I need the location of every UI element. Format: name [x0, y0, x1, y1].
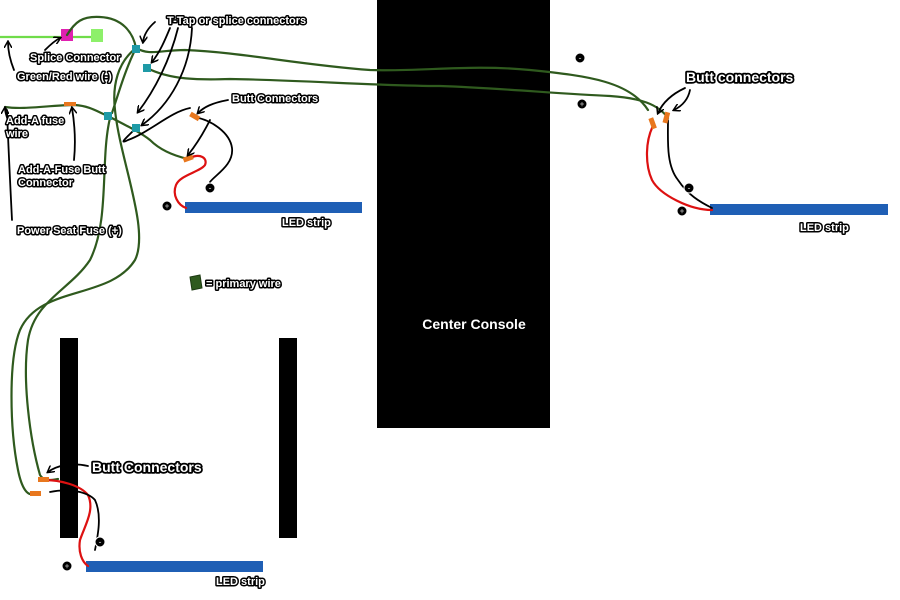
black-wire-tap-left	[122, 107, 191, 143]
seat-rail-left	[60, 338, 78, 538]
svg-text:+: +	[679, 206, 684, 216]
arrow-butt-top	[198, 99, 229, 113]
svg-text:-: -	[209, 183, 212, 193]
butt-connector-fuse	[64, 102, 76, 106]
butt-connector-bottom-a	[38, 477, 49, 482]
svg-text:-: -	[688, 183, 691, 193]
primary-wire-swatch	[189, 274, 203, 291]
primary-wire-long-loop-outer	[10, 46, 141, 496]
led-strip-right	[710, 204, 888, 215]
minus-marker-bottom: -	[94, 536, 106, 548]
led-strip-bottom	[86, 561, 263, 572]
label-led-strip-bottom: LED strip	[216, 576, 265, 588]
primary-wires	[3, 15, 670, 496]
arrow-splice	[44, 38, 60, 51]
t-tap-1	[132, 45, 140, 53]
label-add-a-fuse-butt-1: Add-A-Fuse Butt	[18, 164, 106, 176]
primary-wire-long-loop-inner	[24, 116, 112, 482]
svg-text:-: -	[579, 53, 582, 63]
primary-wire-splice-up	[65, 15, 138, 50]
seat-rail-right	[279, 338, 297, 538]
label-add-a-fuse-wire-1: Add-A fuse	[6, 115, 64, 127]
center-console-label: Center Console	[422, 316, 526, 332]
arrow-green-red	[8, 42, 15, 71]
plus-marker-bottom: +	[61, 560, 73, 572]
label-butt-connectors-bottom: Butt Connectors	[92, 459, 202, 475]
label-power-seat-fuse: Power Seat Fuse (+)	[17, 225, 122, 237]
butt-connector-bottom-b	[30, 491, 41, 496]
label-butt-connectors-top: Butt Connectors	[232, 93, 318, 105]
label-primary-wire: = primary wire	[206, 278, 281, 290]
labels: T-Tap or splice connectors Splice Connec…	[4, 14, 851, 590]
splice-connector-light	[91, 29, 103, 42]
label-led-strip-right: LED strip	[800, 222, 849, 234]
arrow-t-tap-2	[152, 27, 171, 62]
polarity-markers: - + - + - + - +	[61, 52, 695, 572]
arrow-butt-top-2	[188, 119, 211, 155]
svg-text:+: +	[579, 99, 584, 109]
label-green-red-wire: Green/Red wire (-)	[17, 71, 112, 83]
red-wire-bottom	[42, 478, 92, 568]
svg-text:+: +	[64, 561, 69, 571]
t-tap-3	[104, 112, 112, 120]
arrow-t-tap-3	[138, 27, 179, 112]
butt-connector-right-a	[648, 117, 657, 130]
minus-marker-right: -	[683, 182, 695, 194]
arrow-t-tap-4	[142, 27, 193, 125]
arrow-butt-right-1	[658, 87, 686, 113]
arrow-butt-right-2	[674, 89, 691, 110]
pointer-arrows	[5, 21, 691, 472]
plus-marker-right: +	[676, 205, 688, 217]
label-add-a-fuse-wire-2: wire	[5, 128, 28, 140]
primary-wire-to-right-upper	[134, 46, 650, 112]
butt-connector-right-b	[662, 111, 671, 124]
minus-marker-console: -	[574, 52, 586, 64]
primary-wire-to-right-lower	[145, 66, 670, 120]
red-wire-left	[173, 154, 207, 210]
svg-text:-: -	[99, 537, 102, 547]
label-led-strip-left: LED strip	[282, 217, 331, 229]
positive-wires	[42, 122, 714, 568]
plus-marker-console: +	[576, 98, 588, 110]
plus-marker-left: +	[161, 200, 173, 212]
label-butt-connectors-right: Butt connectors	[686, 69, 794, 85]
label-add-a-fuse-butt-2: Connector	[18, 177, 74, 189]
arrow-fuse-butt	[72, 108, 75, 161]
black-wire-left	[193, 116, 233, 183]
led-strip-left	[185, 202, 362, 213]
black-wire-right	[666, 119, 713, 209]
t-tap-2	[143, 64, 151, 72]
primary-wire-to-left-led	[106, 114, 190, 161]
arrow-butt-bottom	[48, 463, 89, 472]
butt-connectors	[30, 102, 671, 496]
minus-marker-left: -	[204, 182, 216, 194]
red-wire-right	[645, 122, 714, 212]
t-tap-4	[132, 124, 140, 132]
butt-connector-left-b	[189, 111, 201, 122]
t-tap-connectors	[104, 45, 151, 132]
label-splice-connector: Splice Connector	[30, 52, 121, 64]
label-t-tap: T-Tap or splice connectors	[167, 15, 306, 27]
arrow-t-tap-1	[143, 21, 156, 42]
center-console	[377, 0, 550, 428]
arrow-power-seat	[6, 109, 13, 221]
black-wire-bottom	[49, 489, 100, 551]
svg-text:+: +	[164, 201, 169, 211]
